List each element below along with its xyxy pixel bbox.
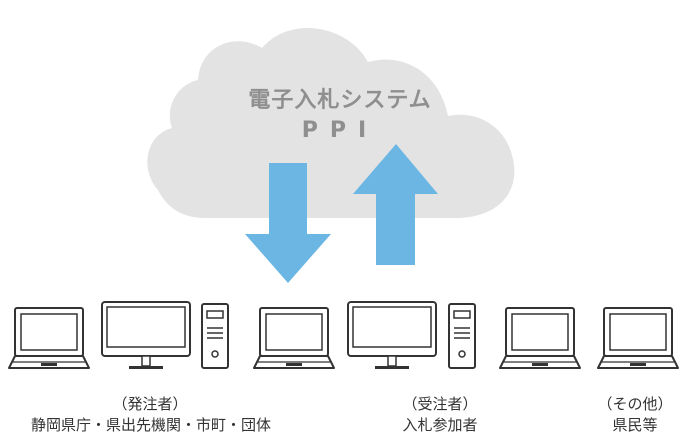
arrow-up-icon xyxy=(353,144,438,265)
group-bidder-role: （受注者） xyxy=(402,395,478,413)
cloud-title: 電子入札システム xyxy=(248,88,432,113)
group-bidder-name: 入札参加者 xyxy=(402,416,478,434)
laptop-icon xyxy=(597,307,679,369)
pc-tower-icon xyxy=(448,303,476,369)
laptop-icon xyxy=(253,307,335,369)
desktop-monitor-icon xyxy=(101,301,191,370)
group-other-name: 県民等 xyxy=(612,416,658,434)
pc-tower-icon xyxy=(201,303,229,369)
desktop-monitor-icon xyxy=(347,301,437,370)
group-orderer-name: 静岡県庁・県出先機関・市町・団体 xyxy=(30,416,271,434)
arrow-down-icon xyxy=(245,163,331,283)
group-other-role: （その他） xyxy=(597,395,673,413)
laptop-icon xyxy=(499,307,581,369)
group-orderer-role: （発注者） xyxy=(112,395,188,413)
laptop-icon xyxy=(8,307,90,369)
cloud-icon xyxy=(147,27,515,219)
cloud-subtitle: PPI xyxy=(301,118,379,143)
